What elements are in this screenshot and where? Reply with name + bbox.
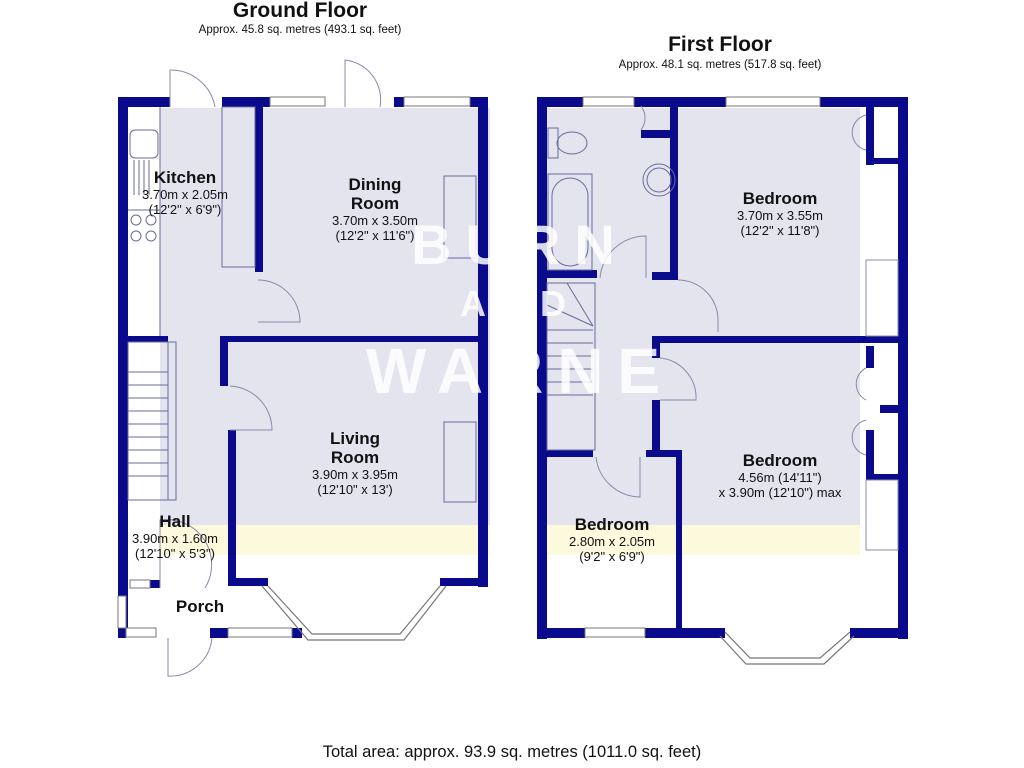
room-name: Kitchen [153,168,217,187]
ground-floor-title: Ground Floor [232,0,368,22]
room-dim-imperial: x 3.90m (12'10") max [718,485,842,500]
first-staircase [546,282,596,451]
room-kitchen: Kitchen 3.70m x 2.05m (12'2" x 6'9") [110,168,260,217]
room-dim-metric: 3.70m x 2.05m [142,187,228,202]
room-dim-metric: 3.70m x 3.50m [332,213,418,228]
room-dining-room: Dining Room 3.70m x 3.50m (12'2" x 11'6"… [290,175,460,243]
room-bedroom-3: Bedroom 2.80m x 2.05m (9'2" x 6'9") [548,515,676,564]
room-hall: Hall 3.90m x 1.60m (12'10" x 5'3") [100,512,250,561]
room-dim-imperial: (12'2" x 11'8") [740,223,820,238]
bathroom-fixtures [547,127,676,271]
first-floor-walls [537,97,908,639]
windows [117,96,821,638]
room-name: Bedroom [574,515,650,534]
room-dim-metric: 4.56m (14'11") [738,470,822,485]
room-dim-imperial: (12'2" x 6'9") [148,202,222,217]
total-area: Total area: approx. 93.9 sq. metres (101… [322,743,702,761]
room-bedroom-1: Bedroom 3.70m x 3.55m (12'2" x 11'8") [700,189,860,238]
room-name-line1: Dining [348,175,402,194]
room-name-line1: Living [329,429,381,448]
room-dim-imperial: (9'2" x 6'9") [579,549,645,564]
ground-staircase [127,341,177,501]
room-dim-metric: 3.90m x 1.60m [132,531,218,546]
room-dim-imperial: (12'10" x 5'3") [135,546,215,561]
room-dim-imperial: (12'2" x 11'6") [335,228,415,243]
room-porch: Porch [160,597,240,616]
room-dim-metric: 3.90m x 3.95m [312,467,398,482]
kitchen-fixtures [128,106,477,503]
first-floor-title: First Floor [668,33,772,56]
room-bedroom-2: Bedroom 4.56m (14'11") x 3.90m (12'10") … [690,451,870,500]
bay-window-living-room [261,585,447,641]
room-name-line2: Room [350,194,400,213]
room-name: Hall [159,512,191,531]
room-name-line2: Room [330,448,380,467]
door-swings [159,59,867,677]
ground-floor-walls [118,97,488,638]
room-dim-metric: 3.70m x 3.55m [737,208,823,223]
wardrobes [865,259,899,551]
room-dim-imperial: (12'10" x 13') [317,482,393,497]
bay-window-bedroom [719,631,855,665]
ground-floor-area: Approx. 45.8 sq. metres (493.1 sq. feet) [198,24,402,36]
room-name: Bedroom [742,451,818,470]
room-living-room: Living Room 3.90m x 3.95m (12'10" x 13') [270,429,440,497]
room-dim-metric: 2.80m x 2.05m [569,534,655,549]
room-name: Porch [175,597,225,616]
room-name: Bedroom [742,189,818,208]
first-floor-area: Approx. 48.1 sq. metres (517.8 sq. feet) [618,59,822,71]
